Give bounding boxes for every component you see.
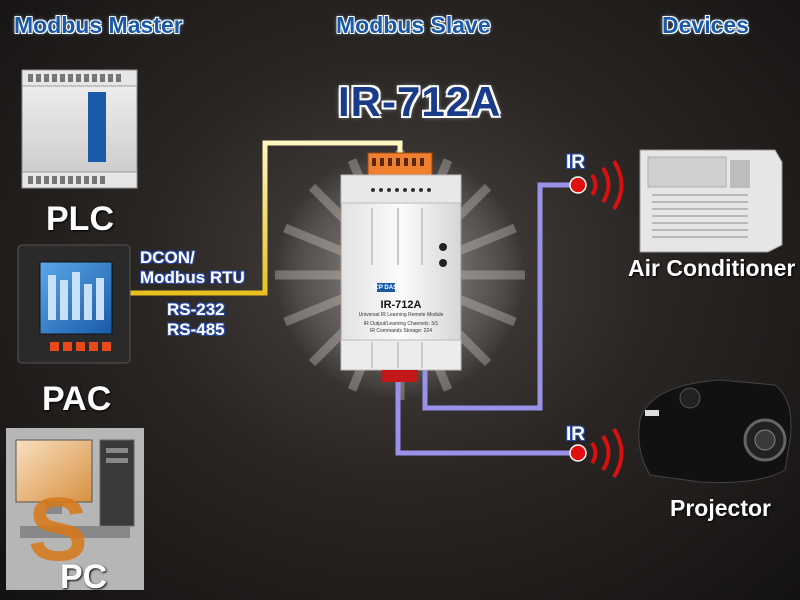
ir-label-projector: IR [566,424,585,445]
ir-712a-module [340,152,462,382]
pac-device [17,244,131,364]
module-name: IR-712A [380,299,422,311]
pc-device: S [6,428,144,590]
pc-label: PC [60,558,108,596]
projector-label: Projector [670,495,771,521]
model-title: IR-712A [338,78,502,125]
projector-device [638,379,792,483]
module-brand: ICP DAS [372,285,398,291]
header-devices: Devices [662,12,749,38]
protocol-label: DCON/ Modbus RTU [140,248,245,288]
interface-line-1: RS-232 [167,300,225,319]
ir-emitter-projector [569,427,624,479]
module-subtitle: Universal IR Learning Remote Module [358,312,444,318]
pac-label: PAC [42,380,112,418]
protocol-line-1: DCON/ [140,248,195,267]
interface-line-2: RS-485 [167,320,225,339]
ir-line-ac [422,182,578,411]
ir-label-ac: IR [566,152,585,173]
protocol-line-2: Modbus RTU [140,268,245,287]
serial-connection-line [130,140,403,296]
svg-text:S: S [28,480,88,580]
air-conditioner-label: Air Conditioner [628,255,796,281]
air-conditioner-device [639,149,783,253]
plc-label: PLC [46,200,114,238]
module-spec-line1: IR Output/Learning Channels: 3/1 [363,321,439,327]
ir-line-projector [395,365,578,456]
module-spec-line2: IR Commands Storage: 224 [370,328,432,334]
header-modbus-master: Modbus Master [14,12,183,38]
header-modbus-slave: Modbus Slave [336,12,491,38]
ir-emitter-ac [569,159,624,211]
interface-label: RS-232 RS-485 [167,300,225,340]
plc-device [21,69,138,189]
